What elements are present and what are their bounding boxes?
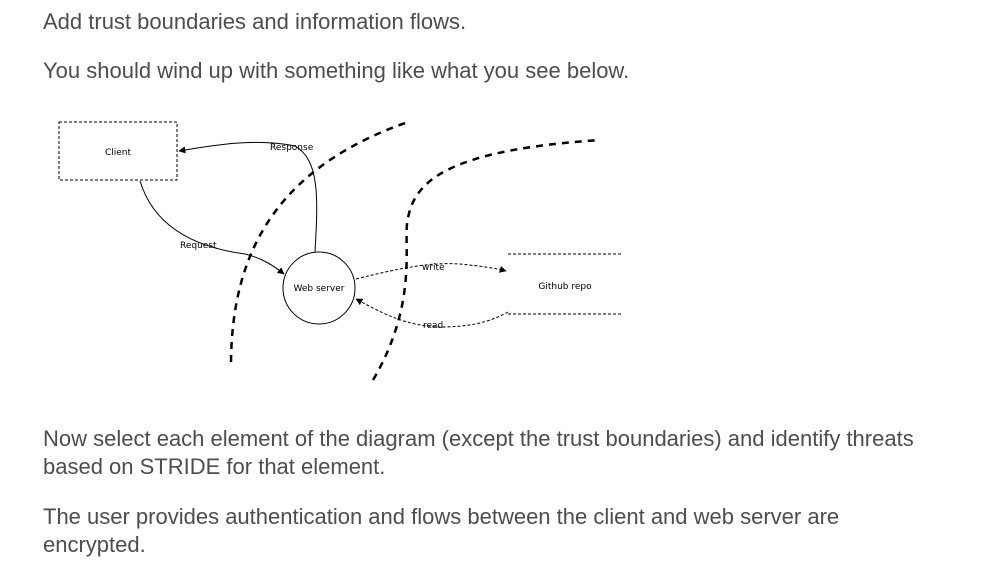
response-label: Response (270, 143, 314, 153)
client-box (58, 121, 178, 181)
read-flow (355, 298, 509, 328)
web-server-circle (282, 251, 356, 325)
trust-boundary-right (371, 138, 601, 381)
request-label: Request (180, 241, 217, 251)
read-label: read (423, 321, 443, 331)
client-label: Client (105, 148, 132, 158)
write-label: write (422, 263, 445, 273)
instruction-text: You should wind up with something like w… (43, 58, 630, 83)
intro-text: Add trust boundaries and information flo… (43, 9, 467, 34)
response-flow (178, 141, 318, 253)
web-server-label: Web server (294, 284, 345, 294)
assumption-text: The user provides authentication and flo… (43, 504, 840, 557)
write-flow (355, 263, 507, 280)
trust-boundary-left (229, 120, 409, 363)
stride-instruction-text: Now select each element of the diagram (… (43, 426, 914, 479)
github-repo-label: Github repo (538, 282, 592, 292)
request-flow (139, 180, 285, 275)
